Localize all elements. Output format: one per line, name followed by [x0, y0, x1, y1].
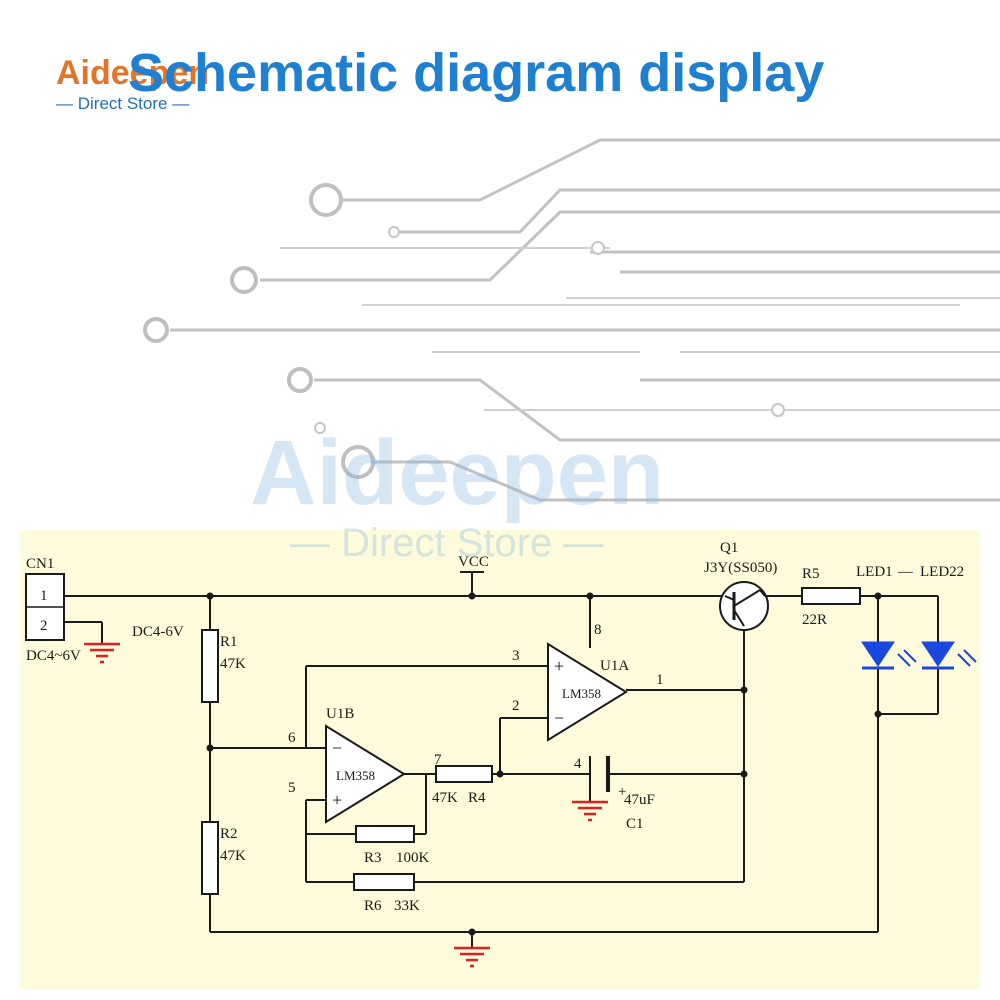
led-dash: —: [897, 564, 914, 580]
trace-node-circle: [287, 367, 313, 393]
resistor-r5: [801, 587, 861, 605]
u1b-pin6-label: 6: [288, 730, 296, 746]
led-1: [861, 641, 895, 667]
resistor-r3: [355, 825, 415, 843]
thin-trace-lines: [280, 247, 1000, 411]
trace-node-circle: [591, 241, 605, 255]
brand-logo: Aideepen — Direct Store —: [56, 56, 209, 114]
r2-value-label: 47K: [220, 848, 246, 864]
schematic-wires: [64, 571, 939, 948]
trace-node-circle: [314, 422, 326, 434]
r3-ref-label: R3: [364, 850, 382, 866]
transistor-q1: [719, 581, 769, 631]
r6-value-label: 33K: [394, 898, 420, 914]
u1b-pin5-label: 5: [288, 780, 296, 796]
r1-value-label: 47K: [220, 656, 246, 672]
r1-ref-label: R1: [220, 634, 238, 650]
c1-ref-label: C1: [626, 816, 644, 832]
u1b-pin7-label: 7: [434, 752, 442, 768]
r5-ref-label: R5: [802, 566, 820, 582]
c1-value-label: 47uF: [624, 792, 655, 808]
resistor-r4: [435, 765, 493, 783]
cn1-label: CN1: [26, 556, 54, 572]
trace-node-circle: [341, 445, 375, 479]
r6-ref-label: R6: [364, 898, 382, 914]
watermark-subtitle: — Direct Store —: [290, 521, 604, 565]
resistor-r6: [353, 873, 415, 891]
r3-value-label: 100K: [396, 850, 430, 866]
trace-node-circle: [143, 317, 169, 343]
vcc-label: VCC: [458, 554, 489, 570]
trace-node-circle: [230, 266, 258, 294]
cn1-pin1-label: 1: [40, 588, 48, 604]
u1b-plus-sign: +: [332, 790, 342, 810]
opamp-u1b: [325, 724, 406, 824]
page-title: Schematic diagram display: [128, 43, 825, 103]
led-2: [921, 641, 955, 667]
resistor-r2: [201, 821, 219, 895]
u1b-part-label: LM358: [336, 768, 375, 783]
trace-node-circle: [309, 183, 343, 217]
c1-plus-sign: +: [618, 784, 626, 800]
circuit-trace-background: [143, 138, 1000, 502]
u1a-pin2-label: 2: [512, 698, 520, 714]
led-start-label: LED1: [856, 564, 893, 580]
q1-part-label: J3Y(SS050): [704, 560, 777, 576]
q1-ref-label: Q1: [720, 540, 738, 556]
watermark-name: Aideepen: [250, 422, 665, 524]
u1a-ref-label: U1A: [600, 658, 629, 674]
resistor-r1: [201, 629, 219, 703]
u1a-pin8-label: 8: [594, 622, 602, 638]
trace-node-circle: [388, 226, 400, 238]
u1b-minus-sign: −: [332, 738, 342, 758]
led-array: [861, 641, 977, 670]
r4-value-label: 47K: [432, 790, 458, 806]
opamp-u1a: [547, 642, 628, 742]
brand-name: Aideepen: [56, 54, 210, 92]
led-end-label: LED22: [920, 564, 964, 580]
ground-symbols: [84, 642, 608, 968]
cn1-pin2-label: 2: [40, 618, 48, 634]
u1a-plus-sign: +: [554, 656, 564, 676]
schematic-panel: CN1 1 2 DC4~6V DC4-6V VCC R1 47K R2 47K …: [20, 530, 980, 990]
u1a-pin3-label: 3: [512, 648, 520, 664]
watermark: Aideepen — Direct Store —: [250, 425, 664, 566]
u1a-part-label: LM358: [562, 686, 601, 701]
r5-value-label: 22R: [802, 612, 827, 628]
supply-voltage-label: DC4-6V: [132, 624, 184, 640]
u1a-minus-sign: −: [554, 708, 564, 728]
u1a-pin1-label: 1: [656, 672, 664, 688]
c1-pin-label: 4: [574, 756, 582, 772]
r4-ref-label: R4: [468, 790, 486, 806]
r2-ref-label: R2: [220, 826, 238, 842]
brand-subtitle: — Direct Store —: [56, 94, 190, 113]
junction-dots: [206, 592, 882, 936]
trace-node-circle: [771, 403, 785, 417]
cn1-supply-label: DC4~6V: [26, 648, 81, 664]
u1b-ref-label: U1B: [326, 706, 354, 722]
